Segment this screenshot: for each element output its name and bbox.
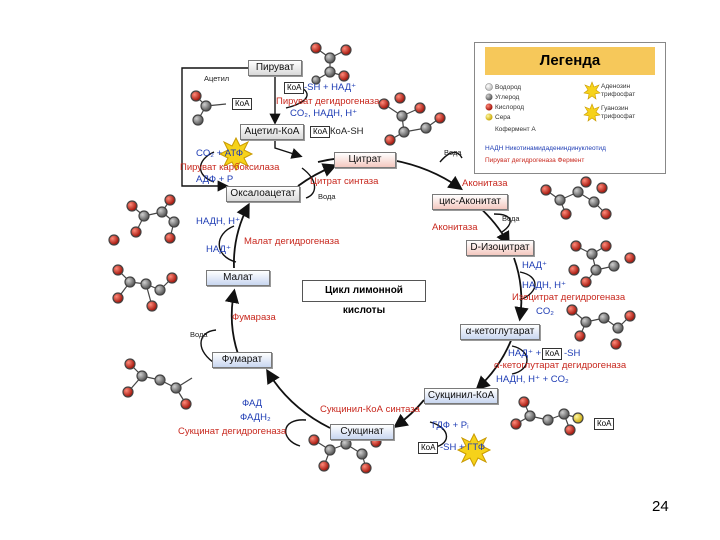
koa-tag-5: КоА bbox=[418, 442, 439, 454]
label-fadh2: ФАДН₂ bbox=[240, 412, 271, 423]
box-pyruvate: Пируват bbox=[248, 60, 302, 76]
label-acetyl: Ацетил bbox=[204, 74, 230, 83]
enzyme-scs: Сукцинил-КоА синтаза bbox=[320, 404, 420, 415]
atp-star-icon bbox=[218, 136, 254, 172]
molecule-citrate bbox=[378, 92, 446, 146]
legend-coenzyme-a: Кофермент А bbox=[495, 126, 536, 133]
box-acetyl-coa: Ацетил-КоА bbox=[240, 124, 304, 140]
molecule-cis-aconitate bbox=[540, 176, 612, 220]
legend-carbon: Углерод bbox=[495, 94, 520, 101]
enzyme-pyruvate-carboxylase: Пируват карбоксилаза bbox=[180, 162, 280, 173]
box-citrate: Цитрат bbox=[334, 152, 396, 168]
label-water-4: Вода bbox=[190, 330, 208, 339]
legend-swatches bbox=[485, 83, 493, 121]
legend: Легенда Водород Углерод Кислород Сера Ко… bbox=[474, 42, 666, 174]
koa-tag-1: КоА bbox=[232, 98, 253, 110]
box-malate: Малат bbox=[206, 270, 270, 286]
enzyme-pdh: Пируват дегидрогеназа bbox=[276, 96, 380, 107]
label-nadh-malate: НАДН, Н⁺ bbox=[196, 216, 240, 227]
molecule-succinate bbox=[308, 434, 382, 474]
enzyme-aconitase-2: Аконитаза bbox=[432, 222, 478, 233]
center-label: Цикл лимонной кислоты bbox=[302, 280, 426, 316]
koa-tag-6: КоА bbox=[594, 418, 615, 430]
legend-hydrogen: Водород bbox=[495, 84, 522, 91]
enzyme-sdh: Сукцинат дегидрогеназа bbox=[178, 426, 287, 437]
label-nad-akg: НАД⁺ + bbox=[508, 348, 542, 359]
label-water-2: Вода bbox=[318, 192, 336, 201]
legend-title: Легенда bbox=[485, 47, 655, 75]
legend-star-icons bbox=[583, 81, 601, 122]
legend-enzyme: Пируват дегидрогеназа Фермент bbox=[485, 157, 585, 164]
box-isocitrate: D-Изоцитрат bbox=[466, 240, 534, 256]
box-succinate: Сукцинат bbox=[330, 424, 394, 440]
label-fad: ФАД bbox=[242, 398, 263, 409]
box-fumarate: Фумарат bbox=[212, 352, 272, 368]
label-nad-malate: НАД⁺ bbox=[206, 244, 231, 255]
label-co2-atp: CO₂ + АТФ bbox=[196, 148, 244, 159]
box-alpha-kg: α-кетоглутарат bbox=[460, 324, 540, 340]
enzyme-idh: Изоцитрат дегидрогеназа bbox=[512, 292, 626, 303]
label-adp-pi: АДФ + Р bbox=[196, 174, 234, 185]
enzyme-akgdh: α-кетоглутарат дегидрогеназа bbox=[494, 360, 627, 371]
molecule-fumarate bbox=[122, 358, 193, 410]
enzyme-citrate-synthase: Цитрат синтаза bbox=[310, 176, 379, 187]
label-gdp-pi: ГДФ + Pᵢ bbox=[432, 420, 469, 431]
label-koa-sh: КоА-SH bbox=[330, 126, 364, 137]
entry-arrows bbox=[181, 67, 536, 449]
label-water-1: Вода bbox=[444, 148, 462, 157]
molecule-alpha-kg bbox=[566, 304, 636, 350]
molecule-malate bbox=[112, 264, 178, 312]
molecule-succinyl-coa bbox=[510, 396, 584, 436]
legend-oxygen: Кислород bbox=[495, 104, 525, 111]
label-nadh-akg: НАДН, Н⁺ + CO₂ bbox=[496, 374, 569, 385]
molecule-pyruvate bbox=[310, 42, 352, 85]
legend-nadh: НАДН Никотинамидадениндинуклеотид bbox=[485, 145, 606, 152]
koa-tag-3: КоА bbox=[310, 126, 331, 138]
label-sh-gtp: -SH + ГТФ bbox=[440, 442, 486, 453]
box-oxaloacetate: Оксалоацетат bbox=[226, 186, 300, 202]
enzyme-aconitase-1: Аконитаза bbox=[462, 178, 508, 189]
enzyme-mdh: Малат дегидрогеназа bbox=[244, 236, 340, 247]
label-nad-idh: НАД⁺ bbox=[522, 260, 547, 271]
label-sh-nad: -SH + НАД⁺ bbox=[304, 82, 357, 93]
label-co2-nadh: CO₂, НАДН, Н⁺ bbox=[290, 108, 358, 119]
enzyme-fumarase: Фумараза bbox=[232, 312, 276, 323]
label-co2-idh: CO₂ bbox=[536, 306, 554, 317]
molecule-acetyl bbox=[190, 90, 227, 126]
legend-gtp: Гуанозин трифосфат bbox=[601, 105, 636, 120]
box-succinyl-coa: Сукцинил-КоА bbox=[424, 388, 498, 404]
legend-atp: Аденозин трифосфат bbox=[601, 83, 636, 98]
label-water-3: Вода bbox=[502, 214, 520, 223]
gtp-star-icon bbox=[456, 432, 492, 468]
molecule-oxaloacetate bbox=[108, 194, 180, 246]
page-number: 24 bbox=[652, 498, 669, 515]
koa-tag-2: КоА bbox=[284, 82, 305, 94]
legend-sulfur: Сера bbox=[495, 114, 511, 121]
label-nadh-idh: НАДН, Н⁺ bbox=[522, 280, 566, 291]
label-sh-akg: -SH bbox=[564, 348, 581, 359]
molecule-isocitrate bbox=[568, 240, 636, 288]
box-cis-aconitate: цис-Аконитат bbox=[432, 194, 508, 210]
koa-tag-4: КоА bbox=[542, 348, 563, 360]
